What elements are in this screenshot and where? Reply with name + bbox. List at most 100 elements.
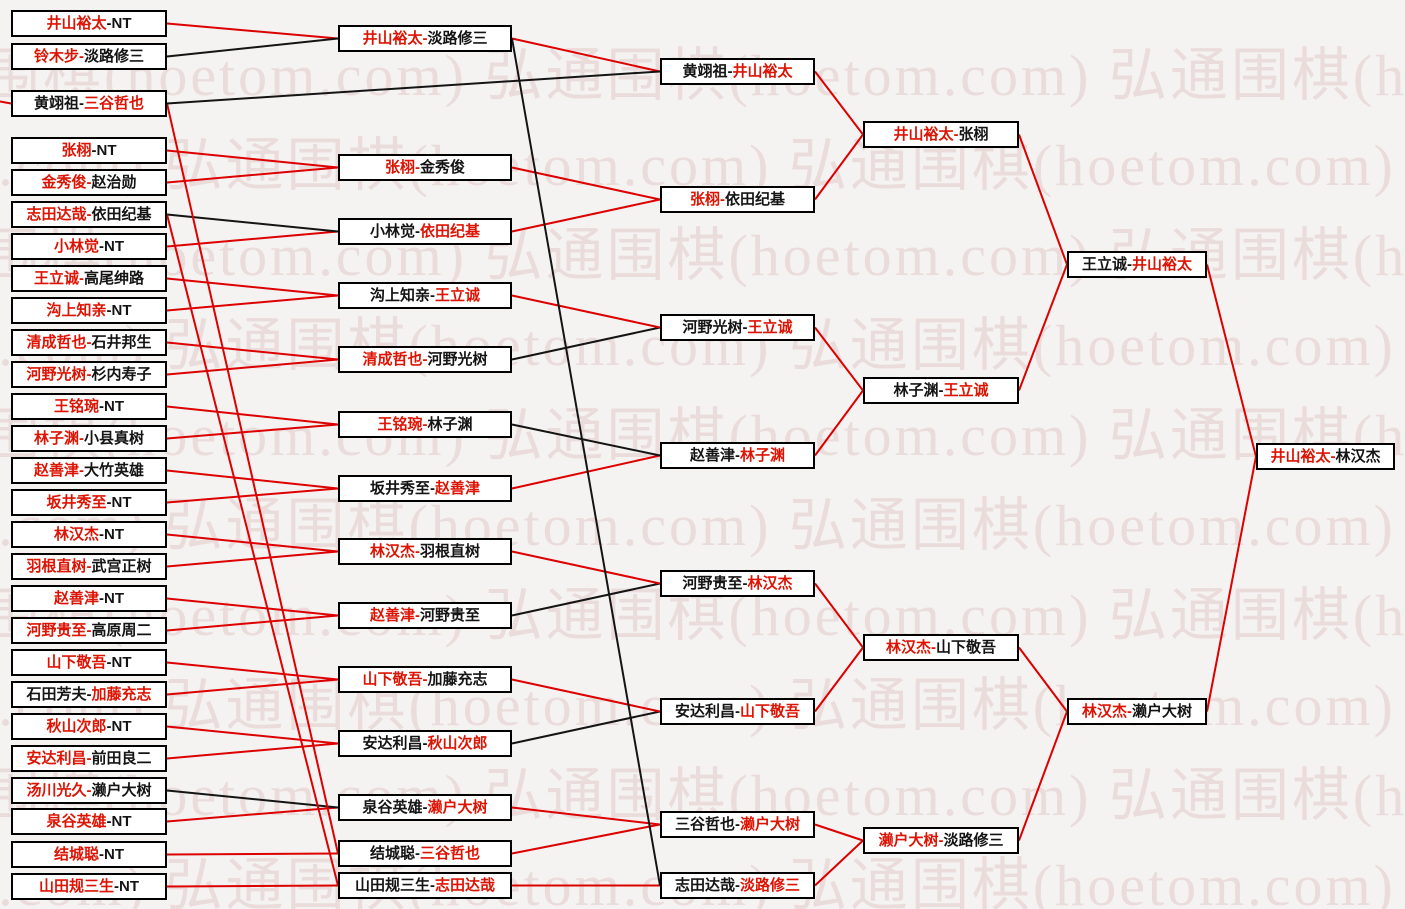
match-box-round-1-13[interactable]: 林子渊-小县真树 (11, 425, 167, 452)
player-name: 濑户大树 (878, 832, 939, 849)
match-box-round-1-17[interactable]: 羽根直树-武宫正树 (11, 553, 167, 580)
match-box-round-1-12[interactable]: 王铭琬-NT (11, 393, 167, 420)
vs-dash: - (430, 480, 435, 497)
match-box-quarterfinals-2[interactable]: 林子渊-王立诚 (863, 377, 1019, 404)
match-box-round-2-8[interactable]: 林汉杰-羽根直树 (338, 538, 512, 565)
vs-dash: - (86, 366, 92, 383)
match-box-round-1-22[interactable]: 秋山次郎-NT (11, 713, 167, 740)
player-name: NT (111, 813, 132, 830)
player-name: 安达利昌 (674, 703, 735, 720)
match-box-round-1-26[interactable]: 结城聪-NT (11, 841, 167, 868)
match-box-round-2-13[interactable]: 结城聪-三谷哲也 (338, 840, 512, 867)
vs-dash: - (938, 382, 944, 399)
match-box-round-1-1[interactable]: 井山裕太-NT (11, 10, 167, 37)
match-box-semifinals-1[interactable]: 王立诚-井山裕太 (1067, 251, 1207, 278)
match-box-round-2-7[interactable]: 坂井秀至-赵善津 (338, 475, 512, 502)
match-box-quarterfinals-1[interactable]: 井山裕太-张栩 (863, 121, 1019, 148)
player-name: 赵治勋 (91, 174, 137, 191)
match-box-round-1-11[interactable]: 河野光树-杉内寿子 (11, 361, 167, 388)
match-box-round-1-6[interactable]: 志田达哉-依田纪基 (11, 201, 167, 228)
match-box-round-2-10[interactable]: 山下敬吾-加藤充志 (338, 666, 512, 693)
player-name: 坂井秀至 (369, 480, 430, 497)
player-name: NT (111, 302, 132, 319)
connector-line-black (166, 213, 339, 233)
match-box-round-3-7[interactable]: 三谷哲也-濑户大树 (660, 811, 815, 838)
match-box-round-1-19[interactable]: 河野贵至-高原周二 (11, 617, 167, 644)
player-name: 安达利昌 (26, 750, 87, 767)
match-box-round-1-23[interactable]: 安达利昌-前田良二 (11, 745, 167, 772)
match-box-round-1-7[interactable]: 小林觉-NT (11, 233, 167, 260)
match-box-round-2-5[interactable]: 清成哲也-河野光树 (338, 346, 512, 373)
match-box-round-3-3[interactable]: 河野光树-王立诚 (660, 314, 815, 341)
match-box-round-1-20[interactable]: 山下敬吾-NT (11, 649, 167, 676)
vs-dash: - (422, 416, 428, 433)
match-box-round-1-16[interactable]: 林汉杰-NT (11, 521, 167, 548)
vs-dash: - (99, 398, 104, 415)
match-box-round-3-4[interactable]: 赵善津-林子渊 (660, 442, 815, 469)
match-box-round-2-2[interactable]: 张栩-金秀俊 (338, 154, 512, 181)
match-box-round-1-25[interactable]: 泉谷英雄-NT (11, 808, 167, 835)
match-box-round-2-11[interactable]: 安达利昌-秋山次郎 (338, 730, 512, 757)
match-box-round-3-8[interactable]: 志田达哉-淡路修三 (660, 872, 815, 899)
match-box-round-2-14[interactable]: 山田规三生-志田达哉 (338, 872, 512, 899)
connector-line-red (166, 725, 339, 745)
player-name: NT (111, 654, 132, 671)
match-box-round-1-10[interactable]: 清成哲也-石井邦生 (11, 329, 167, 356)
player-name: 林汉杰 (369, 543, 415, 560)
match-box-round-3-5[interactable]: 河野贵至-林汉杰 (660, 570, 815, 597)
match-box-round-1-21[interactable]: 石田芳夫-加藤充志 (11, 681, 167, 708)
match-box-round-2-9[interactable]: 赵善津-河野贵至 (338, 602, 512, 629)
player-name: 石田芳夫 (26, 686, 87, 703)
connector-line-red (166, 294, 339, 312)
connector-line-red (1018, 711, 1068, 841)
player-name: 赵善津 (369, 607, 415, 624)
match-box-round-1-2[interactable]: 铃木步-淡路修三 (11, 43, 167, 70)
match-box-round-1-4[interactable]: 张栩-NT (11, 137, 167, 164)
match-box-round-1-8[interactable]: 王立诚-高尾绅路 (11, 265, 167, 292)
match-box-round-1-24[interactable]: 汤川光久-濑户大树 (11, 777, 167, 804)
match-box-round-2-6[interactable]: 王铭琬-林子渊 (338, 411, 512, 438)
match-box-round-3-6[interactable]: 安达利昌-山下敬吾 (660, 698, 815, 725)
player-name: 井山裕太 (1132, 256, 1193, 273)
connector-line-red (814, 70, 864, 136)
match-box-quarterfinals-3[interactable]: 林汉杰-山下敬吾 (863, 634, 1019, 661)
connector-line-red (166, 487, 339, 504)
vs-dash: - (79, 430, 84, 447)
match-box-semifinals-2[interactable]: 林汉杰-濑户大树 (1067, 698, 1207, 725)
player-name: 林汉杰 (1081, 703, 1127, 720)
match-box-round-2-1[interactable]: 井山裕太-淡路修三 (338, 25, 512, 52)
player-name: 王立诚 (943, 382, 989, 399)
vs-dash: - (415, 223, 420, 240)
vs-dash: - (1330, 448, 1336, 465)
match-box-final-1[interactable]: 井山裕太-林汉杰 (1256, 443, 1395, 470)
match-box-round-1-3[interactable]: 黄翊祖-三谷哲也 (11, 90, 167, 117)
match-box-round-1-27[interactable]: 山田规三生-NT (11, 873, 167, 900)
connector-line-red (511, 806, 661, 826)
match-box-round-2-4[interactable]: 沟上知亲-王立诚 (338, 282, 512, 309)
match-box-round-1-9[interactable]: 沟上知亲-NT (11, 297, 167, 324)
match-box-round-1-15[interactable]: 坂井秀至-NT (11, 489, 167, 516)
connector-line-red (0, 100, 12, 105)
connector-line-red (511, 37, 661, 73)
vs-dash: - (735, 816, 740, 833)
match-box-round-3-1[interactable]: 黄翊祖-井山裕太 (660, 58, 815, 85)
player-name: 王铭琬 (53, 398, 99, 415)
match-box-round-1-14[interactable]: 赵善津-大竹英雄 (11, 457, 167, 484)
match-box-round-1-18[interactable]: 赵善津-NT (11, 585, 167, 612)
connector-line-red (166, 614, 339, 632)
player-name: 清成哲也 (26, 334, 87, 351)
match-box-round-1-5[interactable]: 金秀俊-赵治勋 (11, 169, 167, 196)
match-box-round-2-3[interactable]: 小林觉-依田纪基 (338, 218, 512, 245)
match-box-round-2-12[interactable]: 泉谷英雄-濑户大树 (338, 794, 512, 821)
connector-line-red (1206, 456, 1257, 712)
vs-dash: - (86, 782, 92, 799)
vs-dash: - (415, 159, 420, 176)
match-box-round-3-2[interactable]: 张栩-依田纪基 (660, 186, 815, 213)
player-name: 濑户大树 (427, 799, 488, 816)
player-name: 沟上知亲 (46, 302, 107, 319)
vs-dash: - (1127, 256, 1132, 273)
player-name: 林汉杰 (1335, 448, 1381, 465)
player-name: 坂井秀至 (46, 494, 107, 511)
match-box-quarterfinals-4[interactable]: 濑户大树-淡路修三 (863, 827, 1019, 854)
player-name: 泉谷英雄 (362, 799, 423, 816)
